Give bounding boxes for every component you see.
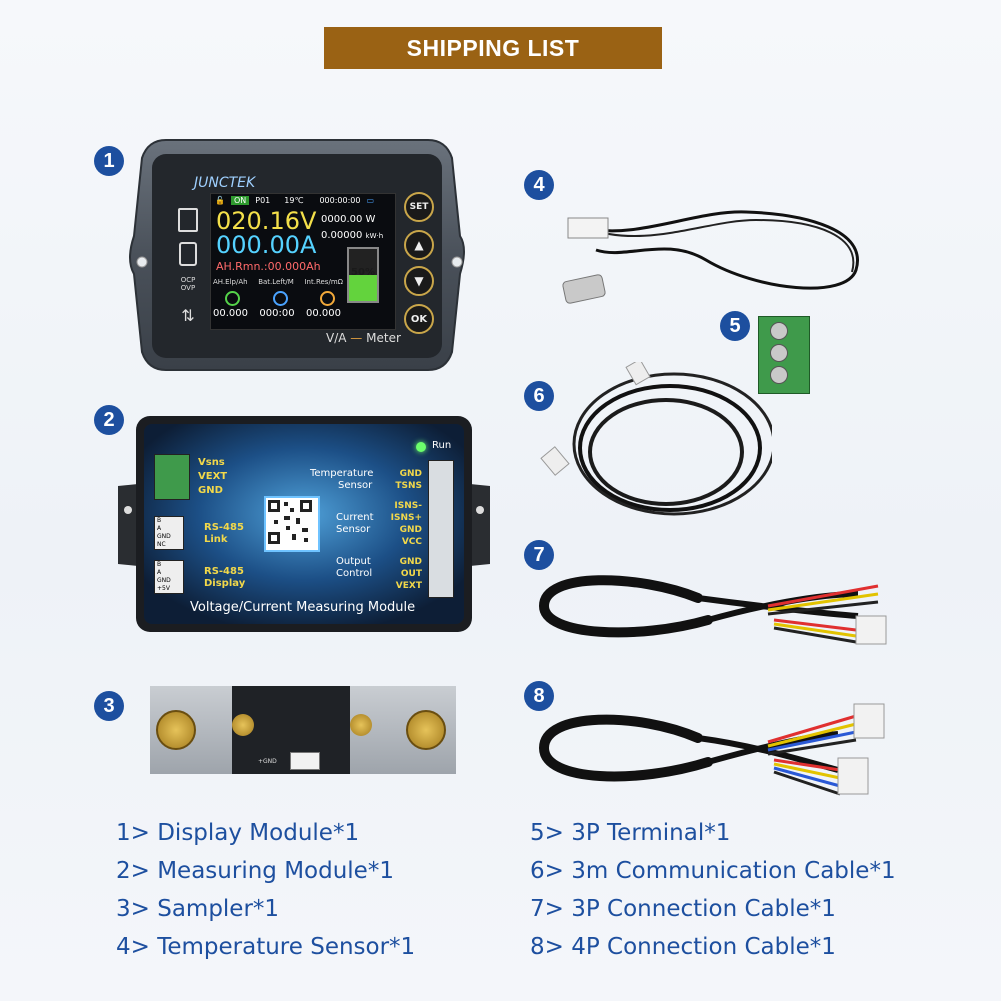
- item-number-badge-5: 5: [720, 311, 750, 341]
- legend-item-2: 2> Measuring Module*1: [116, 858, 394, 884]
- run-label: Run: [432, 440, 452, 451]
- item-number-badge-8: 8: [524, 681, 554, 711]
- battery-icon[interactable]: [178, 208, 198, 232]
- item-number-badge-1: 1: [94, 146, 124, 176]
- ocp-ovp-icon[interactable]: OCP OVP: [180, 276, 196, 292]
- sensor-probe-icon: [562, 274, 606, 304]
- stat-value: 00.000: [213, 308, 248, 319]
- temperature-sensor: [562, 210, 859, 304]
- item-number-badge-4: 4: [524, 170, 554, 200]
- chevron-up-icon: ▲: [414, 238, 424, 252]
- item-number-badge-7: 7: [524, 540, 554, 570]
- energy-readout: 0.00000 kW·h: [321, 230, 384, 241]
- down-button[interactable]: ▼: [404, 266, 434, 296]
- legend-item-3: 3> Sampler*1: [116, 896, 280, 922]
- phone-icon[interactable]: [179, 242, 197, 266]
- stat-label: Bat.Left/M: [258, 278, 294, 286]
- display-module: JUNCTEK OCP OVP ⇅ 🔓 ON P01 19℃ 000:00:00…: [126, 138, 468, 374]
- meter-label: V/A — Meter: [326, 331, 401, 345]
- three-pin-connection-cable: [538, 575, 887, 645]
- lock-icon: 🔓: [215, 196, 225, 205]
- sampler-gnd-label: +GND: [258, 758, 277, 765]
- stat-values-row: 00.000 000:00 00.000: [213, 308, 341, 319]
- terminal-screw-icon: [770, 344, 788, 362]
- battery-gauge-fill: [349, 275, 377, 301]
- voltage-readout: 020.16V: [216, 207, 317, 235]
- legend-item-6: 6> 3m Communication Cable*1: [530, 858, 896, 884]
- battery-status-icon: ▭: [366, 196, 375, 205]
- three-pin-terminal: [758, 316, 814, 400]
- ok-button[interactable]: OK: [404, 304, 434, 334]
- stat-label: AH.Elp/Ah: [213, 278, 248, 286]
- right-bolt-icon: [406, 710, 446, 750]
- temperature-readout: 19℃: [284, 196, 304, 205]
- battery-percent-label: 50%: [351, 267, 375, 278]
- stat-icons-row: [225, 291, 335, 306]
- item-number-badge-6: 6: [524, 381, 554, 411]
- current-readout: 000.00A: [216, 231, 317, 259]
- direction-arrows-icon[interactable]: ⇅: [181, 306, 195, 325]
- pcb-screw-icon: [232, 714, 254, 736]
- sensor-plug-icon: [567, 217, 609, 239]
- stat-labels-row: AH.Elp/Ah Bat.Left/M Int.Res/mΩ: [213, 278, 343, 286]
- resistance-icon: [320, 291, 335, 306]
- stat-label: Int.Res/mΩ: [304, 278, 343, 286]
- rj-plug-icon: [540, 446, 570, 476]
- set-button[interactable]: SET: [404, 192, 434, 222]
- four-pin-connection-cable: [538, 703, 885, 796]
- on-badge: ON: [230, 196, 250, 205]
- pin-header-connector: [428, 460, 454, 598]
- time-readout: 000:00:00: [319, 196, 361, 205]
- jst-3p-plug-icon: [855, 615, 887, 645]
- up-button[interactable]: ▲: [404, 230, 434, 260]
- brand-label: JUNCTEK: [194, 175, 256, 191]
- legend-item-8: 8> 4P Connection Cable*1: [530, 934, 836, 960]
- legend-item-5: 5> 3P Terminal*1: [530, 820, 731, 846]
- program-label: P01: [255, 196, 271, 205]
- terminal-screw-icon: [770, 366, 788, 384]
- qr-code-icon: [264, 496, 320, 552]
- run-led-icon: [416, 442, 426, 452]
- vsns-terminal-block: [154, 454, 190, 500]
- module-title: Voltage/Current Measuring Module: [190, 600, 416, 615]
- sampler-connector: [290, 752, 320, 770]
- jst-4p-plug-icon: [837, 757, 869, 795]
- status-bar: 🔓 ON P01 19℃ 000:00:00 ▭: [215, 196, 374, 205]
- bolt-icon: [225, 291, 240, 306]
- lcd-screen: 🔓 ON P01 19℃ 000:00:00 ▭ 020.16V 000.00A…: [210, 193, 396, 330]
- jst-4p-plug-icon: [853, 703, 885, 739]
- power-readout: 0000.00 W: [321, 214, 376, 225]
- page-title: SHIPPING LIST: [324, 27, 662, 69]
- battery-gauge: 50%: [347, 247, 379, 303]
- legend-item-1: 1> Display Module*1: [116, 820, 360, 846]
- stat-value: 00.000: [306, 308, 341, 319]
- ah-remaining-readout: AH.Rmn.:00.000Ah: [216, 260, 321, 273]
- pcb-screw-icon: [350, 714, 372, 736]
- communication-cable: [540, 362, 772, 516]
- item-number-badge-3: 3: [94, 691, 124, 721]
- rj-plug-icon: [625, 362, 651, 386]
- qr-pattern: [268, 500, 312, 544]
- terminal-screw-icon: [770, 322, 788, 340]
- left-bolt-icon: [156, 710, 196, 750]
- legend-item-7: 7> 3P Connection Cable*1: [530, 896, 836, 922]
- legend-item-4: 4> Temperature Sensor*1: [116, 934, 416, 960]
- chevron-down-icon: ▼: [414, 274, 424, 288]
- stat-value: 000:00: [259, 308, 295, 319]
- clock-icon: [272, 291, 288, 306]
- item-number-badge-2: 2: [94, 405, 124, 435]
- sampler-shunt: +GND: [150, 686, 456, 774]
